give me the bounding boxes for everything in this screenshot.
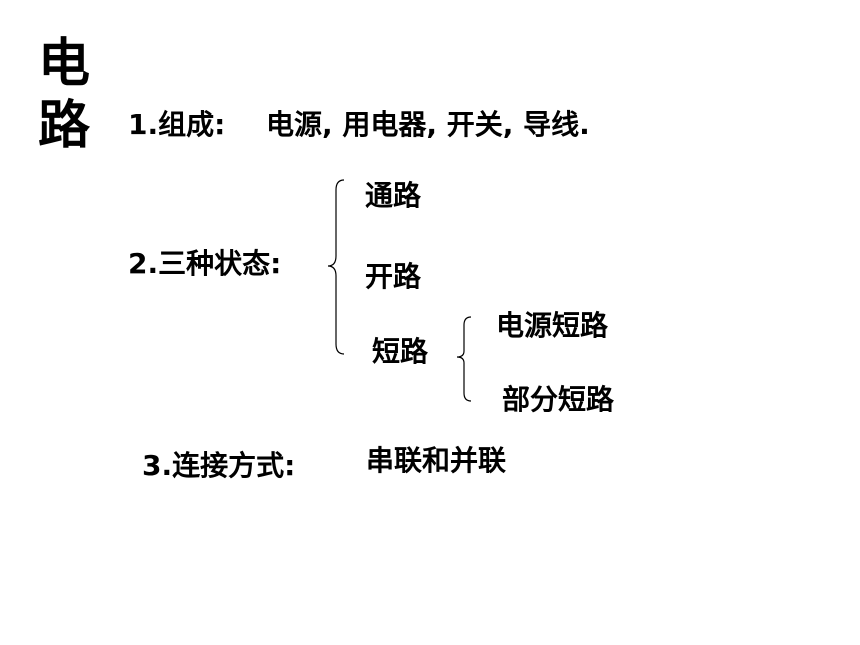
state-short-circuit: 短路 bbox=[372, 335, 429, 368]
connection-content: 串联和并联 bbox=[366, 444, 507, 477]
connection-number: 3 bbox=[142, 449, 162, 482]
title-char-1: 电 bbox=[38, 34, 91, 94]
item-states: 2.三种状态: bbox=[128, 250, 281, 278]
connection-label: .连接方式: bbox=[161, 449, 296, 482]
item-connection: 3.连接方式: bbox=[142, 452, 295, 480]
short-circuit-power: 电源短路 bbox=[496, 309, 609, 342]
states-label: 三种状态: bbox=[158, 247, 282, 280]
state-open-circuit: 开路 bbox=[365, 260, 422, 293]
short-circuit-brace bbox=[456, 316, 472, 402]
title-char-2: 路 bbox=[38, 96, 91, 156]
composition-number: 1. bbox=[128, 108, 159, 141]
states-number: 2. bbox=[128, 247, 159, 280]
composition-content: 电源, 用电器, 开关, 导线. bbox=[266, 108, 590, 141]
item-composition: 1.组成: bbox=[128, 111, 225, 139]
state-closed-circuit: 通路 bbox=[365, 179, 422, 212]
states-brace bbox=[327, 179, 345, 355]
composition-label: 组成: bbox=[158, 108, 226, 141]
short-circuit-partial: 部分短路 bbox=[502, 383, 615, 416]
